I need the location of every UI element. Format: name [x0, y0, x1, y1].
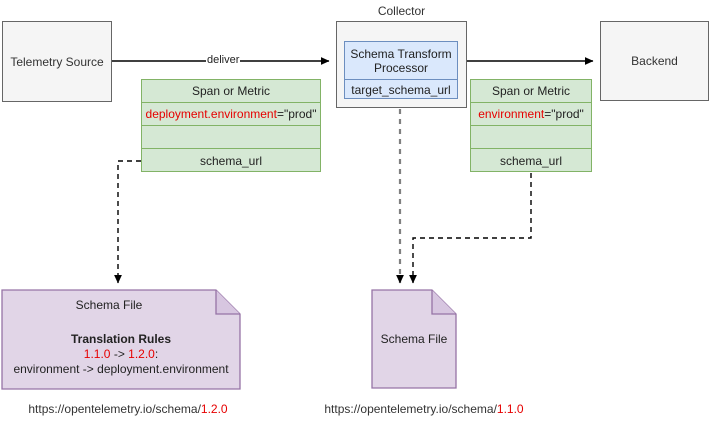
telemetry-source-label: Telemetry Source [10, 54, 104, 69]
rules-version-to: 1.2.0 [128, 347, 155, 361]
span-right-attribute-key: environment [478, 107, 545, 121]
schema-file-left-url-prefix: https://opentelemetry.io/schema/ [28, 402, 201, 416]
table-span-or-metric-right[interactable]: Span or Metric environment="prod" schema… [470, 79, 592, 172]
span-right-blank-row [471, 126, 591, 149]
schema-file-left-rules: Translation Rules 1.1.0 -> 1.2.0: enviro… [2, 332, 240, 377]
schema-file-right-shape [371, 289, 457, 389]
schema-file-left-rules-title: Translation Rules [70, 332, 172, 346]
span-left-attribute-value: ="prod" [276, 107, 317, 121]
schema-file-left-shape [1, 289, 241, 390]
schema-file-right-url: https://opentelemetry.io/schema/1.1.0 [296, 402, 552, 416]
rules-arrow: -> [110, 347, 129, 361]
schema-file-left-rules-mapping: environment -> deployment.environment [13, 362, 229, 376]
span-right-schema-url: schema_url [499, 153, 563, 168]
span-right-header: Span or Metric [471, 80, 591, 103]
span-left-blank-row [142, 126, 320, 149]
schema-file-left-rules-versions: 1.1.0 -> 1.2.0: [2, 347, 240, 362]
edge-left-span-to-schema-file [114, 160, 141, 284]
schema-file-right-label: Schema File [380, 332, 448, 346]
schema-file-right-url-version: 1.1.0 [496, 402, 524, 416]
backend-label: Backend [631, 54, 678, 68]
schema-file-right-url-prefix: https://opentelemetry.io/schema/ [324, 402, 497, 416]
schema-file-left[interactable]: Schema File Translation Rules 1.1.0 -> 1… [2, 290, 240, 389]
rules-version-from: 1.1.0 [83, 347, 111, 361]
span-left-attribute-key: deployment.environment [145, 107, 277, 121]
table-span-or-metric-left[interactable]: Span or Metric deployment.environment="p… [141, 79, 321, 172]
span-right-attribute: environment="prod" [471, 103, 591, 126]
span-left-header: Span or Metric [142, 80, 320, 103]
schema-file-left-url-version: 1.2.0 [200, 402, 228, 416]
edge-right-span-to-schema-file [409, 173, 532, 284]
schema-file-left-url: https://opentelemetry.io/schema/1.2.0 [0, 402, 256, 416]
node-backend[interactable]: Backend [600, 21, 709, 101]
rules-colon: : [154, 347, 159, 361]
span-left-schema-url: schema_url [199, 153, 263, 168]
schema-file-left-label: Schema File [75, 298, 143, 312]
node-schema-transform-processor[interactable]: Schema Transform Processor target_schema… [344, 41, 458, 99]
schema-file-right[interactable]: Schema File [372, 290, 456, 388]
processor-target-schema-url: target_schema_url [351, 82, 451, 97]
span-left-attribute: deployment.environment="prod" [142, 103, 320, 126]
node-telemetry-source[interactable]: Telemetry Source [2, 21, 112, 102]
collector-title: Collector [377, 4, 426, 18]
edge-label-deliver: deliver [206, 54, 241, 66]
span-right-attribute-value: ="prod" [544, 107, 584, 121]
processor-title: Schema Transform Processor [345, 42, 457, 80]
